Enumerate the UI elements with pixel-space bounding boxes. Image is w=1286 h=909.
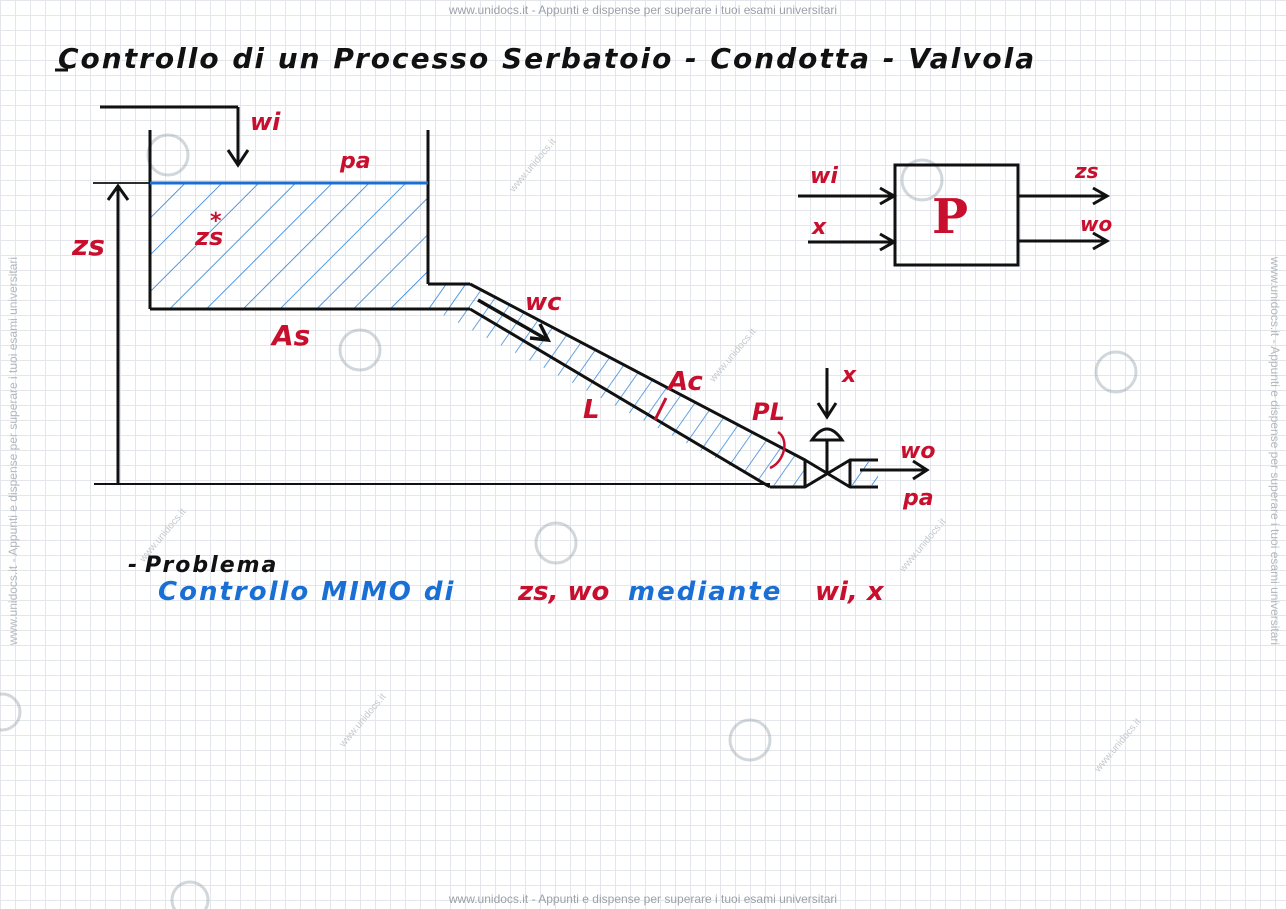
pipe-area-label: Ac [666,367,703,397]
process-block [893,163,1020,267]
block-arrows [798,186,1111,252]
outflow-arrow [860,459,930,481]
tank-walls [148,130,807,489]
problem-inputs: wi, x [815,577,885,607]
watermark-top: www.unidocs.it - Appunti e dispense per … [448,3,838,17]
setpoint-star: * [210,209,222,234]
block-name: P [932,189,968,245]
problem-statement-prefix: Controllo MIMO di [158,577,455,607]
pipe-flow-arrow [477,298,552,343]
pipe-water-hatch [432,284,805,487]
valve-icon [803,427,878,489]
inflow-label: wi [250,108,281,136]
valve-outlet-hatch [852,462,878,485]
level-arrow [93,182,150,484]
inflow-arrow [100,105,250,168]
block-output-1: zs [1074,159,1099,183]
unidocs-logo-icon [0,133,1138,909]
tank-water-hatch [150,183,428,309]
top-pressure-label: pa [339,149,371,174]
pipe-length-label: L [583,395,600,425]
outlet-pressure-label: pa [902,486,934,511]
tank-outlet-hatch [428,284,470,309]
valve-pressure-label: PL [752,398,785,426]
level-label: zs [71,229,105,262]
block-input-1: wi [810,164,838,189]
pipe-flow-label: wc [525,288,561,316]
setpoint-label: zs [194,223,223,251]
problem-outputs: zs, wo [517,577,609,607]
watermark-bottom: www.unidocs.it - Appunti e dispense per … [448,892,838,906]
valve-command-arrow [816,368,838,420]
tank-area-label: As [270,319,310,352]
problem-bullet: - [128,553,137,578]
valve-command-label: x [841,363,857,388]
block-input-2: x [811,215,827,240]
pipe-area-mark [653,397,668,421]
problem-heading: Problema [145,553,278,578]
block-output-2: wo [1080,212,1112,236]
outflow-label: wo [900,439,935,464]
problem-statement-mid: mediante [628,577,782,607]
pressure-leader [769,430,786,470]
page-title: Controllo di un Processo Serbatoio - Con… [58,42,1036,75]
